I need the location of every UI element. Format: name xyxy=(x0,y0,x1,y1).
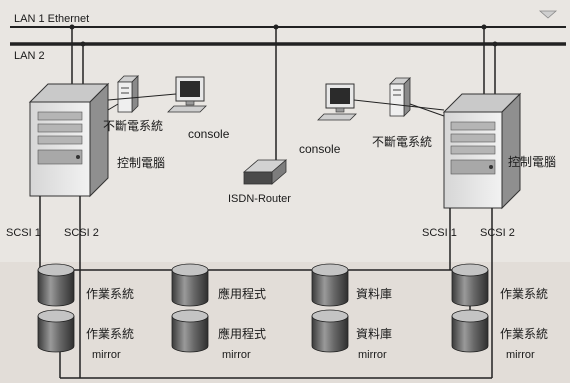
left-console-link xyxy=(107,93,177,101)
disk-primary-label: 作業系統 xyxy=(500,287,548,301)
left-scsi1-label: SCSI 1 xyxy=(6,227,41,239)
disk-primary-icon xyxy=(451,263,489,307)
disk-mirror-tag: mirror xyxy=(92,349,121,361)
right-ups-link xyxy=(409,103,445,117)
right-scsi1-label: SCSI 1 xyxy=(422,227,457,239)
disk-mirror-label: 資料庫 xyxy=(356,327,392,341)
right-server-icon xyxy=(442,92,522,210)
left-server-icon xyxy=(28,82,110,198)
lan2-label: LAN 2 xyxy=(14,50,45,62)
right-ups-label: 不斷電系統 xyxy=(372,135,432,149)
disk-primary-label: 資料庫 xyxy=(356,287,392,301)
disk-mirror-label: 作業系統 xyxy=(86,327,134,341)
disk-mirror-label: 作業系統 xyxy=(500,327,548,341)
left-ups-label: 不斷電系統 xyxy=(103,119,163,133)
corner-arrow-icon xyxy=(538,10,558,19)
disk-primary-icon xyxy=(37,263,75,307)
right-console-link xyxy=(353,99,445,111)
right-console-icon xyxy=(317,83,357,121)
disk-primary-label: 作業系統 xyxy=(86,287,134,301)
left-server-label: 控制電腦 xyxy=(117,155,165,170)
left-console-label: console xyxy=(188,127,230,141)
left-ups-link xyxy=(107,103,119,111)
disk-primary-icon xyxy=(171,263,209,307)
disk-mirror-icon xyxy=(311,309,349,353)
right-ups-icon xyxy=(389,77,411,117)
router-label: ISDN-Router xyxy=(228,193,291,205)
disk-mirror-tag: mirror xyxy=(222,349,251,361)
disk-array xyxy=(37,263,489,353)
disk-primary-label: 應用程式 xyxy=(218,286,266,301)
lan-junctions xyxy=(69,24,498,47)
network-drops xyxy=(71,27,496,160)
left-ups-icon xyxy=(117,75,139,113)
disk-mirror-icon xyxy=(37,309,75,353)
disk-mirror-tag: mirror xyxy=(358,349,387,361)
right-console-label: console xyxy=(299,142,341,156)
disk-mirror-icon xyxy=(171,309,209,353)
right-scsi2-label: SCSI 2 xyxy=(480,227,515,239)
left-scsi2-label: SCSI 2 xyxy=(64,227,99,239)
disk-mirror-tag: mirror xyxy=(506,349,535,361)
disk-primary-icon xyxy=(311,263,349,307)
isdn-router-icon xyxy=(242,159,288,185)
disk-mirror-icon xyxy=(451,309,489,353)
left-console-icon xyxy=(167,76,207,113)
right-server-label: 控制電腦 xyxy=(508,154,556,169)
lan1-label: LAN 1 Ethernet xyxy=(14,13,89,25)
disk-mirror-label: 應用程式 xyxy=(218,326,266,341)
